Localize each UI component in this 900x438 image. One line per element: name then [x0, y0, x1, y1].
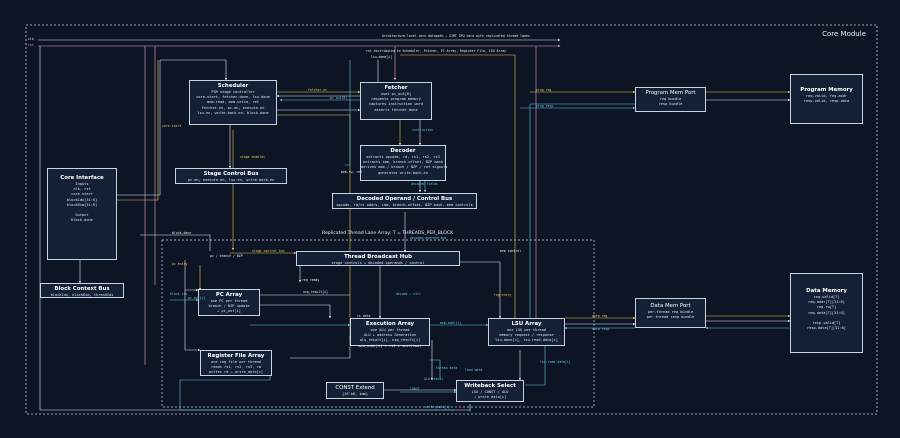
lsu-array-block: LSU Array one LSU per thread memory requ…: [488, 318, 565, 346]
label-nzp-result: nzp_result[i]: [303, 290, 328, 294]
clk-label: clk: [28, 37, 34, 41]
label-mem-control: mem control: [500, 249, 522, 253]
label-rs-data: rs data: [357, 314, 371, 318]
label-block-context: block ctx: [170, 292, 188, 296]
scheduler-block: Scheduler FSM stage controller core.star…: [189, 80, 277, 125]
register-file-array-block: Register File Array one reg file per thr…: [200, 350, 272, 376]
thread-broadcast-hub-block: Thread Broadcast Hub stage controls + de…: [296, 251, 460, 266]
label-reg-entry: reg entry: [494, 293, 512, 297]
label-data-req: data req: [592, 314, 608, 318]
label-lsu-read: lsu.read.data[i]: [540, 360, 571, 364]
program-mem-port-block: Program Mem Port req bundle resp bundle: [635, 87, 706, 112]
core-module-title: Core Module: [822, 30, 866, 38]
label-decoded-operand-bus: decoded operand bus: [410, 236, 447, 240]
label-pc-entry: pc entry: [172, 262, 188, 266]
label-pc-branch-bzp: pc / branch / BZP: [210, 254, 243, 258]
label-write-data: write_data[i]: [425, 405, 450, 409]
label-alu-result: ALU result: [424, 377, 444, 381]
stage-control-bus-block: Stage Control Bus pc.en, execute.en, lsu…: [175, 168, 287, 184]
cyan-wires: [170, 60, 790, 412]
replicated-lane-title: Replicated Thread Lane Array: T = THREAD…: [322, 231, 454, 236]
label-pc-out: pc_out[i]: [188, 296, 206, 300]
execution-array-block: Execution Array one ALU per thread ALU +…: [350, 318, 430, 348]
data-mem-port-block: Data Mem Port per-thread req bundle per-…: [635, 298, 706, 328]
core-interface-block: Core Interface Inputs clk, rst core.star…: [47, 168, 117, 260]
block-context-bus-block: Block Context Bus blockIdx, blockDim, th…: [40, 283, 124, 298]
label-mem-addr: mem.addr[i]: [440, 321, 462, 325]
label-prog-req: prog req: [536, 88, 552, 92]
label-decode-to-ctrl: decode → ctrl: [396, 292, 421, 296]
core-module-frame: [25, 24, 878, 415]
data-memory-block: Data Memory req.valid[T] req.addr[T][31:…: [790, 273, 863, 353]
writeback-select-block: Writeback Select LSU / CONST / ALU → wri…: [456, 380, 524, 402]
label-reg-reads: reg reads: [302, 278, 320, 282]
decoder-block: Decoder extracts opcode, rd, rs1, rs2, r…: [360, 145, 448, 181]
const-extend-block: CONST Extend {16'b0, imm}: [326, 382, 384, 399]
program-memory-block: Program Memory req.valid, req.addr resp.…: [790, 74, 863, 124]
label-data-resp: data resp: [592, 327, 610, 331]
label-const: CONST: [410, 387, 420, 391]
label-thread-data: thread data: [436, 366, 458, 370]
decoded-operand-bus-block: Decoded Operand / Control Bus opcode, rd…: [332, 193, 477, 209]
rst-note: rst distributed to Scheduler, Fetcher, P…: [366, 49, 507, 53]
label-instruction: instruction: [412, 128, 434, 132]
label-block-done: block.done: [172, 231, 192, 235]
label-stage-enables: stage enables: [240, 155, 265, 159]
replicated-lane-frame: [161, 239, 595, 408]
rst-rail: [38, 44, 561, 365]
fetcher-block: Fetcher uses pc_out[0] requests program …: [360, 82, 432, 120]
label-mem-rw: mem.rw, ret: [341, 170, 363, 174]
white-wires: [39, 46, 791, 411]
label-lsu-done: lsu.done[i]: [371, 55, 393, 59]
rst-label: rst: [28, 43, 34, 47]
label-stage-control-bus: stage control bus: [252, 249, 285, 253]
top-note: Architecture-level core datapath — SIMT …: [382, 34, 530, 38]
pc-array-block: PC Array one PC per thread branch / NZP …: [198, 289, 260, 316]
label-fetcher-en: fetcher.en: [308, 88, 328, 92]
label-decoded-out: decoded fields: [411, 182, 438, 186]
label-load-data: load data: [465, 368, 483, 372]
label-core-start: core.start: [162, 124, 182, 128]
label-prog-resp: prog resp: [536, 104, 554, 108]
label-pc-out0: pc_out[0]: [330, 96, 348, 100]
